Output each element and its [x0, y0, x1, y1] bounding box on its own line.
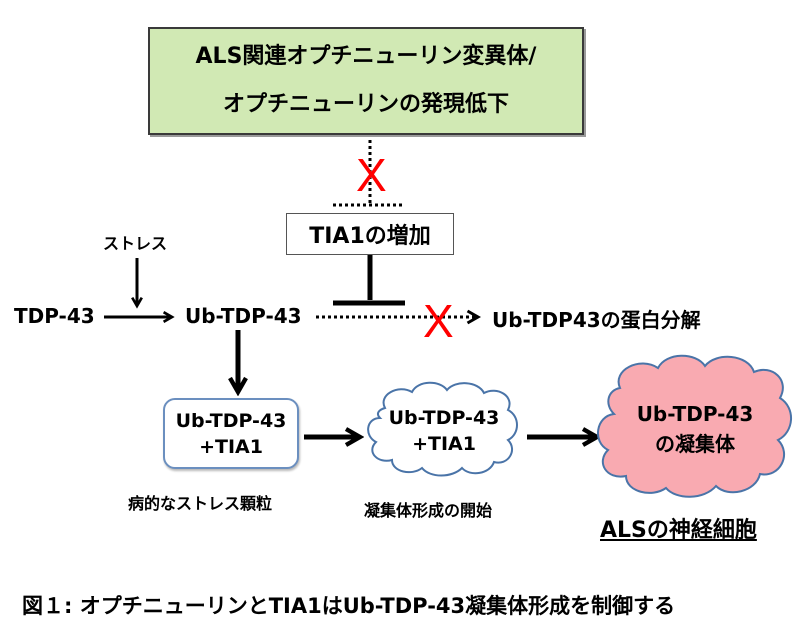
block-x-icon: X [423, 295, 454, 347]
tdp43-label: TDP-43 [14, 304, 95, 328]
aggregate-line1: Ub-TDP-43 [636, 402, 754, 426]
stress-granule-caption: 病的なストレス顆粒 [128, 494, 273, 513]
ub-tdp43-label: Ub-TDP-43 [185, 304, 302, 328]
degradation-label: Ub-TDP43の蛋白分解 [492, 308, 701, 332]
aggregation-start-caption: 凝集体形成の開始 [364, 501, 493, 520]
optineurin-condition-line2: オプチニューリンの発現低下 [222, 92, 509, 117]
stress-granule-line2: +TIA1 [199, 435, 263, 458]
stress-label: ストレス [103, 234, 168, 253]
figure-caption: 図１: オプチニューリンとTIA1はUb-TDP-43凝集体形成を制御する [22, 594, 676, 618]
tia1-increase-label: TIA1の増加 [309, 224, 431, 249]
block-x-icon: X [356, 149, 387, 201]
stress-granule-box: Ub-TDP-43 +TIA1 [163, 398, 299, 469]
aggregation-start-cloud [367, 381, 518, 477]
als-neuron-label: ALSの神経細胞 [600, 518, 757, 543]
stress-granule-line1: Ub-TDP-43 [175, 409, 287, 432]
aggregation-start-line1: Ub-TDP-43 [388, 407, 500, 429]
aggregate-line2: の凝集体 [655, 432, 735, 456]
optineurin-condition-box: ALS関連オプチニューリン変異体/ オプチニューリンの発現低下 [148, 27, 584, 135]
aggregate-cloud [597, 354, 792, 498]
tia1-increase-box: TIA1の増加 [286, 213, 454, 255]
aggregation-start-text: Ub-TDP-43 +TIA1 [378, 398, 510, 464]
aggregation-start-line2: +TIA1 [412, 433, 476, 455]
optineurin-condition-line1: ALS関連オプチニューリン変異体/ [195, 44, 537, 69]
aggregate-text: Ub-TDP-43 の凝集体 [620, 393, 770, 465]
